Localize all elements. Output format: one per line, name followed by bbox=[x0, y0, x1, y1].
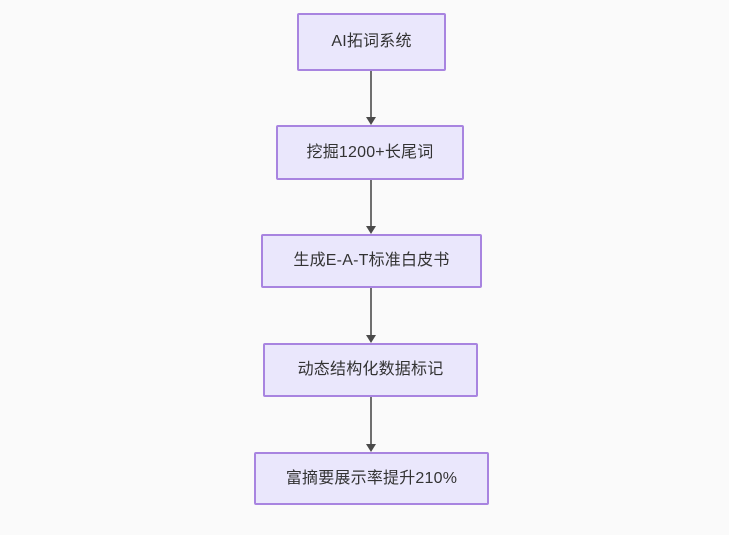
flow-node-5-label: 富摘要展示率提升210% bbox=[285, 469, 458, 487]
flow-node-4-label: 动态结构化数据标记 bbox=[297, 361, 444, 379]
flow-node-3-label: 生成E-A-T标准白皮书 bbox=[293, 252, 450, 270]
flow-edge-3-to-4-shaft bbox=[370, 288, 372, 335]
flow-node-1[interactable]: AI拓词系统 bbox=[297, 13, 446, 71]
flow-node-4[interactable]: 动态结构化数据标记 bbox=[263, 343, 478, 397]
flow-edge-4-to-5-arrowhead bbox=[366, 444, 376, 452]
flow-edge-1-to-2-shaft bbox=[370, 71, 372, 117]
flow-node-2-label: 挖掘1200+长尾词 bbox=[306, 143, 434, 161]
flow-edge-1-to-2-arrowhead bbox=[366, 117, 376, 125]
flow-edge-3-to-4 bbox=[366, 288, 376, 343]
flow-edge-1-to-2 bbox=[366, 71, 376, 125]
flow-edge-3-to-4-arrowhead bbox=[366, 335, 376, 343]
flow-edge-2-to-3 bbox=[366, 180, 376, 234]
flow-node-5[interactable]: 富摘要展示率提升210% bbox=[254, 452, 489, 505]
flow-node-3[interactable]: 生成E-A-T标准白皮书 bbox=[261, 234, 482, 288]
flow-edge-4-to-5 bbox=[366, 397, 376, 452]
flow-edge-2-to-3-shaft bbox=[370, 180, 372, 226]
flow-edge-4-to-5-shaft bbox=[370, 397, 372, 444]
flow-node-1-label: AI拓词系统 bbox=[331, 33, 412, 51]
flow-edge-2-to-3-arrowhead bbox=[366, 226, 376, 234]
flow-node-2[interactable]: 挖掘1200+长尾词 bbox=[276, 125, 464, 180]
